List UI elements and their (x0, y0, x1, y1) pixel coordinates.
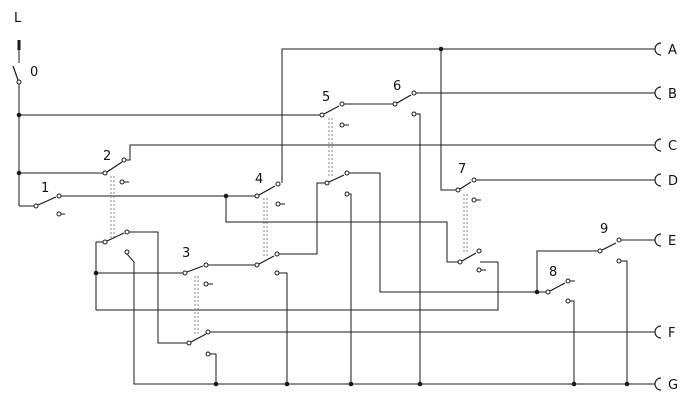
terminal-b: B (654, 86, 677, 102)
switch-2b-blade (106, 232, 125, 242)
switch-4-label: 4 (255, 172, 263, 187)
wire-a (281, 48, 655, 183)
switch-0-label: 0 (30, 65, 38, 80)
svg-text:B: B (668, 87, 677, 102)
switch-7-label: 7 (458, 162, 466, 177)
switch-7b-blade (461, 252, 477, 262)
terminal-e: E (654, 233, 676, 249)
terminal-c: C (654, 138, 677, 154)
switch-0-blade (12, 65, 19, 81)
source-terminal (17, 40, 21, 50)
switch-4-blade (258, 185, 276, 196)
switch-3-label: 3 (182, 246, 190, 261)
svg-text:G: G (668, 378, 678, 393)
svg-text:D: D (668, 174, 678, 189)
switch-3-blade (186, 265, 204, 273)
terminal-a: A (654, 42, 677, 58)
switch-2-label: 2 (103, 149, 111, 164)
switch-5b-blade (328, 174, 345, 183)
switch-3b-blade (190, 333, 207, 343)
wire-g (133, 262, 655, 385)
svg-text:C: C (668, 139, 677, 154)
switch-8-blade (549, 282, 566, 292)
switch-4b-blade (258, 255, 275, 265)
switch-2-blade (106, 161, 123, 173)
svg-text:F: F (668, 326, 675, 341)
svg-text:A: A (668, 43, 677, 58)
svg-text:E: E (668, 234, 676, 249)
switch-8-label: 8 (549, 265, 557, 280)
wire-c (126, 144, 655, 161)
switch-9-blade (601, 242, 617, 251)
switch-0-contact (16, 79, 22, 85)
switch-6-label: 6 (393, 79, 401, 94)
switch-7-blade (459, 181, 472, 190)
terminal-g: G (654, 377, 678, 393)
switch-1-blade (37, 196, 57, 206)
source-label: L (14, 11, 22, 26)
switch-5-label: 5 (322, 90, 330, 105)
terminal-d: D (654, 173, 678, 189)
switch-9-label: 9 (600, 222, 608, 237)
terminal-f: F (654, 325, 675, 341)
switch-6-blade (396, 94, 412, 104)
switch-5-blade (323, 105, 340, 115)
switch-1-label: 1 (41, 181, 49, 196)
